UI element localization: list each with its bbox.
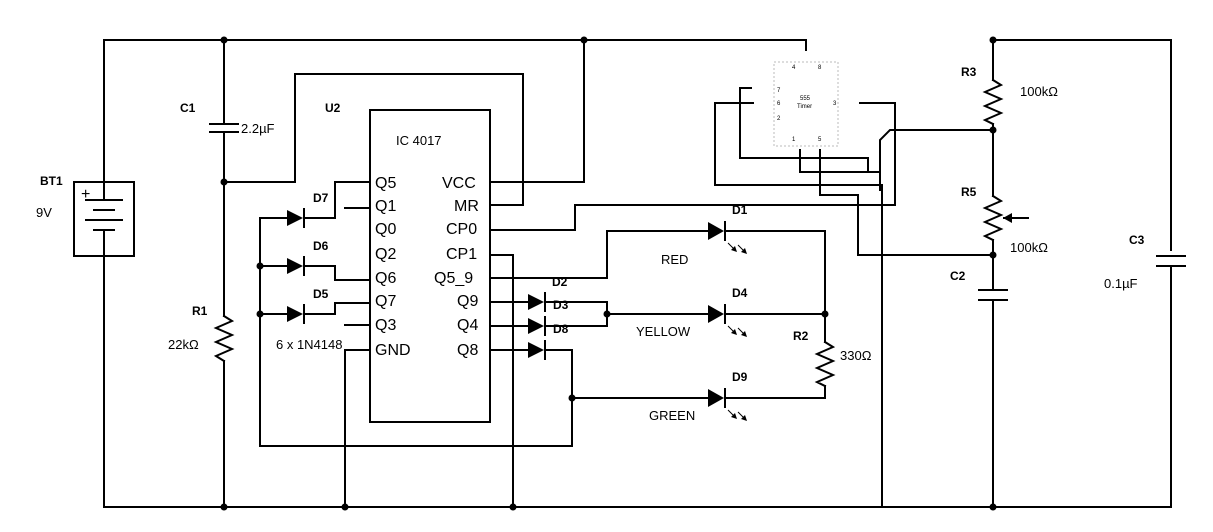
d5-ref: D5 bbox=[313, 287, 329, 301]
battery-plus-sign: + bbox=[81, 186, 90, 203]
timer-label-1: 555 bbox=[800, 96, 811, 102]
led-d4-yellow: D4 YELLOW bbox=[636, 286, 748, 339]
d7-ref: D7 bbox=[313, 191, 329, 205]
diode-note: 6 x 1N4148 bbox=[276, 337, 343, 352]
timer-pin-4: 4 bbox=[792, 65, 796, 71]
timer-pin-6: 6 bbox=[777, 101, 781, 107]
bt1-ref: BT1 bbox=[40, 174, 63, 188]
resistor-r3: R3 100kΩ bbox=[961, 39, 1058, 197]
r5-value: 100kΩ bbox=[1010, 240, 1048, 255]
c1-ref: C1 bbox=[180, 101, 196, 115]
d3-ref: D3 bbox=[553, 298, 569, 312]
resistor-r2: R2 330Ω bbox=[793, 230, 872, 399]
timer-pin-3: 3 bbox=[833, 101, 837, 107]
ic-pin-q7: Q7 bbox=[375, 293, 396, 310]
ic-pin-vcc: VCC bbox=[442, 175, 476, 192]
ic-pin-q1: Q1 bbox=[375, 198, 396, 215]
ic-pin-q9: Q9 bbox=[457, 293, 478, 310]
ic-pin-cp1: CP1 bbox=[446, 246, 477, 263]
ic-pin-gnd: GND bbox=[375, 342, 411, 359]
c2-ref: C2 bbox=[950, 269, 966, 283]
ic-pin-q5-9: Q5_9 bbox=[434, 270, 473, 287]
led-d9-green: D9 GREEN bbox=[649, 370, 748, 423]
timer-pin-7: 7 bbox=[777, 88, 781, 94]
diode-d6: D6 bbox=[287, 239, 329, 276]
capacitor-c1: C1 2.2µF bbox=[180, 39, 275, 183]
capacitor-c3: C3 0.1µF bbox=[1104, 233, 1186, 291]
led-d1-red: D1 RED bbox=[661, 203, 748, 267]
d4-ref: D4 bbox=[732, 286, 748, 300]
ic-pin-q8: Q8 bbox=[457, 342, 478, 359]
r5-ref: R5 bbox=[961, 185, 977, 199]
resistor-r1: R1 22kΩ bbox=[168, 181, 235, 508]
ic-pin-q4: Q4 bbox=[457, 317, 478, 334]
r1-value: 22kΩ bbox=[168, 337, 199, 352]
potentiometer-r5: R5 100kΩ bbox=[961, 185, 1048, 290]
ic-pin-q6: Q6 bbox=[375, 270, 396, 287]
d9-ref: D9 bbox=[732, 370, 748, 384]
u2-part: IC 4017 bbox=[396, 133, 442, 148]
diode-d7: D7 bbox=[287, 191, 329, 228]
r2-value: 330Ω bbox=[840, 348, 872, 363]
supply-wiring bbox=[103, 39, 1172, 508]
d9-color: GREEN bbox=[649, 408, 695, 423]
d1-ref: D1 bbox=[732, 203, 748, 217]
d1-color: RED bbox=[661, 252, 688, 267]
d6-ref: D6 bbox=[313, 239, 329, 253]
diode-d2-label: D2 bbox=[552, 275, 568, 289]
r2-ref: R2 bbox=[793, 329, 809, 343]
diode-q8 bbox=[528, 340, 546, 360]
bt1-value: 9V bbox=[36, 205, 52, 220]
timer-pin-5: 5 bbox=[818, 137, 822, 143]
battery-bt1: + BT1 9V bbox=[36, 174, 135, 257]
diode-d5: D5 bbox=[287, 287, 329, 324]
junction-dots bbox=[220, 36, 997, 511]
ic-pin-q2: Q2 bbox=[375, 246, 396, 263]
timer-555: 555 Timer 4 8 7 6 2 3 1 5 bbox=[773, 61, 839, 147]
r1-ref: R1 bbox=[192, 304, 208, 318]
ic-pin-mr: MR bbox=[454, 198, 479, 215]
c3-value: 0.1µF bbox=[1104, 276, 1138, 291]
d2-ref: D2 bbox=[552, 275, 568, 289]
capacitor-c2: C2 bbox=[950, 269, 1008, 508]
timer-pin-1: 1 bbox=[792, 137, 796, 143]
timer-pin-2: 2 bbox=[777, 116, 781, 122]
timer-pin-8: 8 bbox=[818, 65, 822, 71]
ic-4017-u2: U2 IC 4017 Q5 Q1 Q0 Q2 Q6 Q7 Q3 GND VCC … bbox=[325, 101, 491, 423]
ic-pin-q5: Q5 bbox=[375, 175, 396, 192]
c1-value: 2.2µF bbox=[241, 121, 275, 136]
ic-pin-cp0: CP0 bbox=[446, 221, 477, 238]
ic-pin-q0: Q0 bbox=[375, 221, 396, 238]
r3-value: 100kΩ bbox=[1020, 84, 1058, 99]
ic-pin-q3: Q3 bbox=[375, 317, 396, 334]
d4-color: YELLOW bbox=[636, 324, 691, 339]
timer-label-2: Timer bbox=[797, 104, 812, 110]
d8-ref: D8 bbox=[553, 322, 569, 336]
c3-ref: C3 bbox=[1129, 233, 1145, 247]
r3-ref: R3 bbox=[961, 65, 977, 79]
u2-ref: U2 bbox=[325, 101, 341, 115]
